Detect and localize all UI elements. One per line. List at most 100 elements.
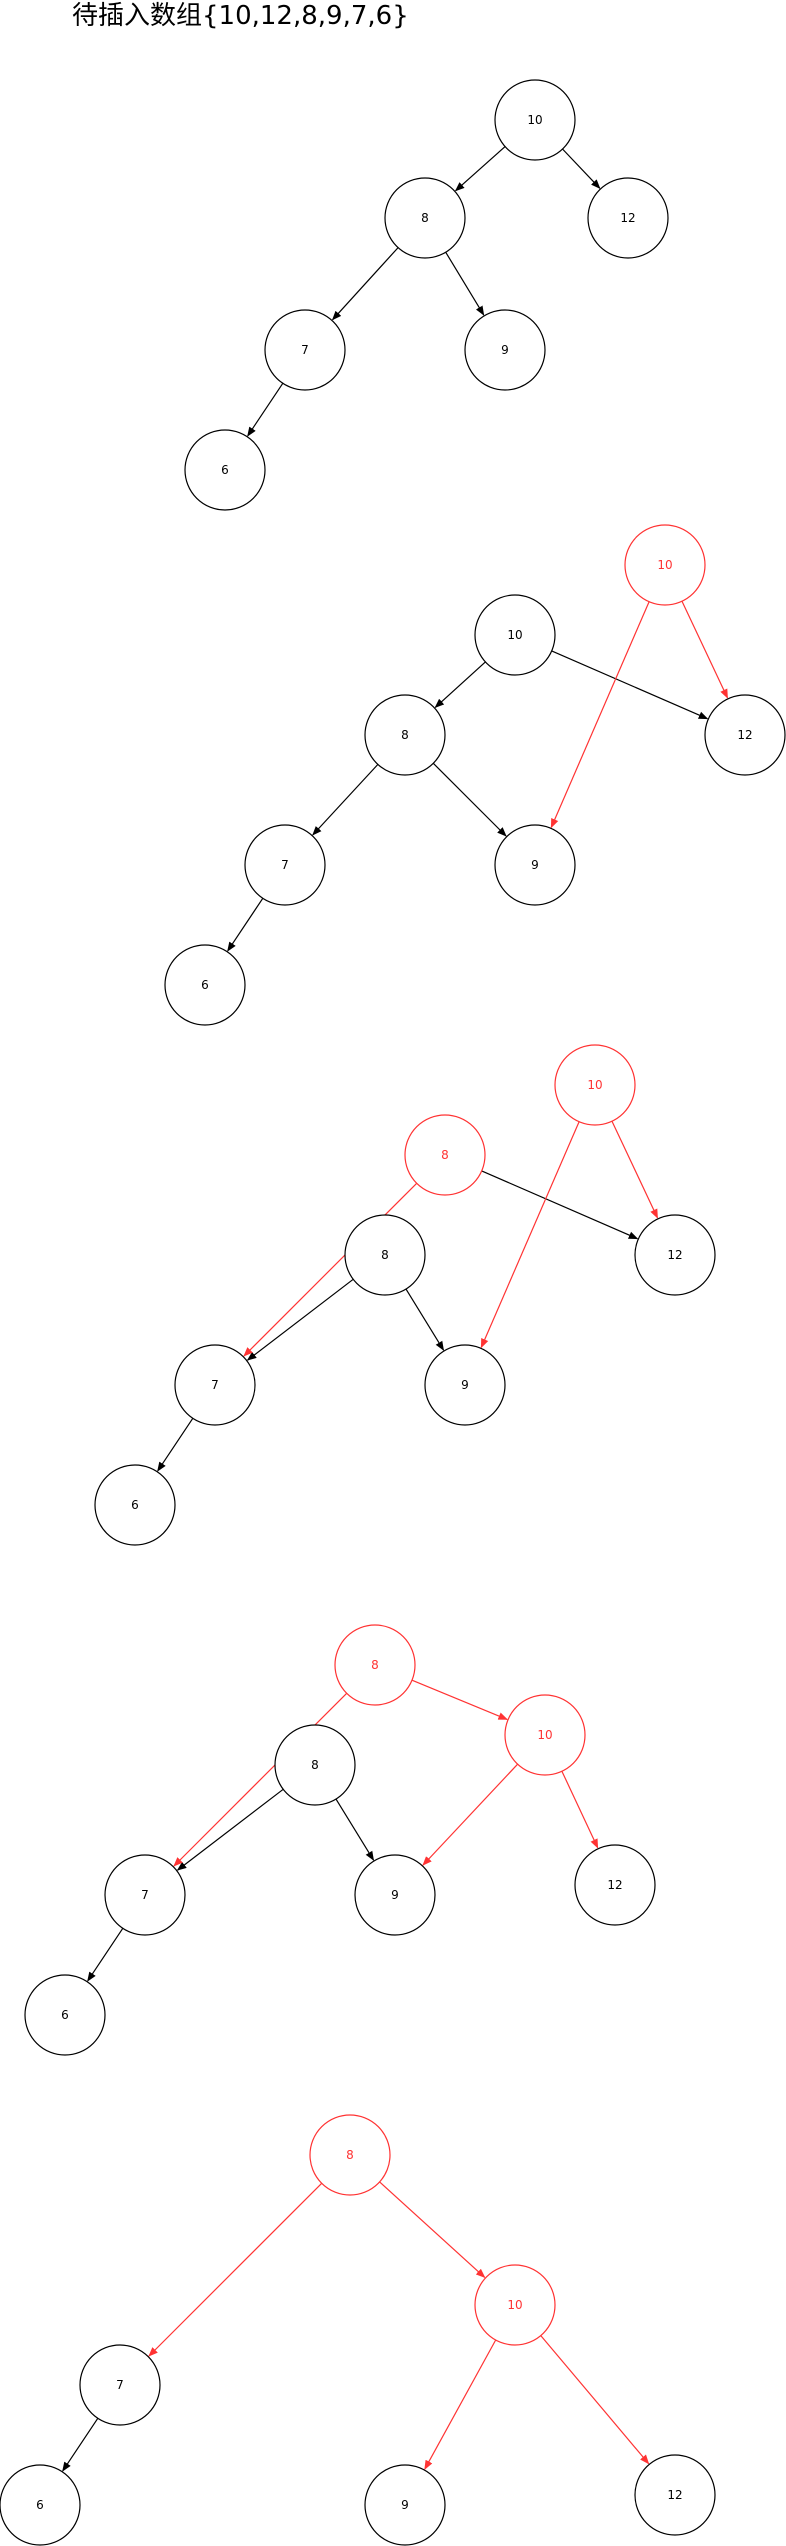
step-3-edges <box>157 1120 659 1472</box>
edge-n8-to-n7 <box>312 763 379 836</box>
step-5-edges <box>62 2181 650 2472</box>
tree-node: 6 <box>164 944 246 1026</box>
node-circle <box>464 309 546 391</box>
edge-r8-to-n7 <box>148 2182 323 2357</box>
tree-node: 8 <box>364 694 446 776</box>
tree-node: 9 <box>464 309 546 391</box>
tree-node: 12 <box>704 694 786 776</box>
edge-r8-to-r10 <box>411 1679 508 1720</box>
tree-node: 6 <box>0 2464 81 2546</box>
node-circle <box>164 944 246 1026</box>
edge-n8-to-n9 <box>335 1798 375 1861</box>
tree-node: 9 <box>424 1344 506 1426</box>
tree-node: 6 <box>24 1974 106 2056</box>
node-label: 10 <box>507 2298 522 2312</box>
edge-n7-to-n6 <box>247 382 284 437</box>
node-label: 6 <box>221 463 229 477</box>
tree-node: 10 <box>554 1044 636 1126</box>
node-circle <box>174 1344 256 1426</box>
node-label: 12 <box>607 1878 622 1892</box>
node-label: 12 <box>667 1248 682 1262</box>
node-label: 9 <box>401 2498 409 2512</box>
node-label: 8 <box>381 1248 389 1262</box>
node-label: 6 <box>131 1498 139 1512</box>
edge-n7-to-n6 <box>87 1927 124 1982</box>
node-label: 7 <box>211 1378 219 1392</box>
node-label: 10 <box>507 628 522 642</box>
node-label: 8 <box>441 1148 449 1162</box>
node-circle <box>104 1854 186 1936</box>
node-circle <box>384 177 466 259</box>
edge-r8-to-n12 <box>481 1170 639 1240</box>
edge-r8-to-n7 <box>173 1692 348 1867</box>
node-circle <box>624 524 706 606</box>
node-label: 8 <box>311 1758 319 1772</box>
node-label: 7 <box>116 2378 124 2392</box>
edge-n10-to-n8 <box>434 661 486 709</box>
node-label: 6 <box>61 2008 69 2022</box>
node-circle <box>264 309 346 391</box>
step-2-edges <box>227 600 729 952</box>
tree-node: 9 <box>364 2464 446 2546</box>
edge-r10-to-n12 <box>540 2335 650 2465</box>
edge-n10-to-n12 <box>551 650 709 720</box>
node-label: 8 <box>371 1658 379 1672</box>
tree-node: 10 <box>494 79 576 161</box>
node-label: 10 <box>527 113 542 127</box>
node-label: 8 <box>421 211 429 225</box>
node-circle <box>574 1844 656 1926</box>
tree-node: 12 <box>634 2454 716 2536</box>
edge-n8-to-n7 <box>246 1278 354 1361</box>
edge-n8-to-n9 <box>445 251 485 316</box>
node-label: 12 <box>620 211 635 225</box>
edge-r10-to-n12 <box>681 600 729 699</box>
node-circle <box>344 1214 426 1296</box>
node-circle <box>274 1724 356 1806</box>
edge-n8-to-n7 <box>331 247 399 321</box>
tree-node: 9 <box>354 1854 436 1936</box>
tree-node: 10 <box>474 2264 556 2346</box>
tree-node: 9 <box>494 824 576 906</box>
node-label: 8 <box>401 728 409 742</box>
edge-r8-to-r10 <box>379 2181 486 2279</box>
step-4-nodes: 8 10 8 7 9 12 6 <box>24 1624 656 2056</box>
tree-node: 8 <box>334 1624 416 1706</box>
edge-r8-to-n7 <box>243 1182 418 1357</box>
tree-node: 7 <box>79 2344 161 2426</box>
tree-node: 10 <box>504 1694 586 1776</box>
step-2-nodes: 10 10 12 8 7 9 6 <box>164 524 786 1026</box>
step-5-nodes: 8 10 7 6 9 12 <box>0 2114 716 2546</box>
node-circle <box>474 594 556 676</box>
tree-node: 7 <box>264 309 346 391</box>
tree-node: 6 <box>94 1464 176 1546</box>
tree-node: 6 <box>184 429 266 511</box>
edge-r10-to-n9 <box>422 1763 519 1866</box>
node-circle <box>94 1464 176 1546</box>
tree-node: 10 <box>624 524 706 606</box>
node-circle <box>494 824 576 906</box>
edge-n10-to-n8 <box>454 146 506 192</box>
node-circle <box>704 694 786 776</box>
node-circle <box>184 429 266 511</box>
node-circle <box>354 1854 436 1936</box>
tree-node: 8 <box>309 2114 391 2196</box>
tree-node: 8 <box>344 1214 426 1296</box>
edge-r10-to-n12 <box>561 1770 599 1849</box>
node-label: 10 <box>587 1078 602 1092</box>
edge-r10-to-n12 <box>611 1120 659 1219</box>
node-circle <box>587 177 669 259</box>
edges-layer <box>62 146 729 2472</box>
tree-node: 7 <box>104 1854 186 1936</box>
node-label: 6 <box>201 978 209 992</box>
node-label: 12 <box>737 728 752 742</box>
node-label: 7 <box>281 858 289 872</box>
tree-node: 8 <box>384 177 466 259</box>
tree-node: 7 <box>174 1344 256 1426</box>
node-label: 6 <box>36 2498 44 2512</box>
edge-n10-to-n12 <box>562 148 601 189</box>
node-circle <box>554 1044 636 1126</box>
node-circle <box>0 2464 81 2546</box>
edge-n8-to-n9 <box>405 1288 445 1351</box>
node-label: 9 <box>461 1378 469 1392</box>
